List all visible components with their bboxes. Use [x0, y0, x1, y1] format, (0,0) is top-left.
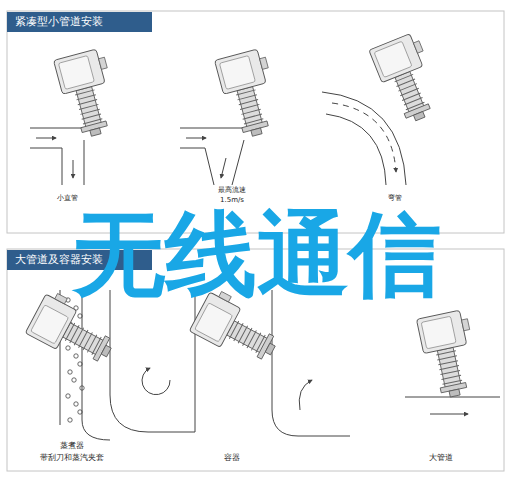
part-label: 最高流速	[218, 186, 246, 194]
coil-dot	[74, 354, 78, 358]
sensor-device	[416, 309, 482, 401]
coil-dot	[72, 378, 76, 382]
part-label: 小直管	[57, 194, 78, 202]
coil-dot	[68, 370, 72, 374]
part-label: 带刮刀和蒸汽夹套	[40, 454, 104, 463]
coil-dot	[78, 362, 82, 366]
coil-dot	[80, 386, 84, 390]
panel-frame	[7, 11, 504, 233]
part-label: 大管道	[429, 454, 453, 463]
watermark: 无线通信	[73, 202, 441, 308]
coil-dot	[66, 346, 70, 350]
sensor-device	[215, 48, 285, 141]
pipe-bend	[322, 92, 406, 185]
coil-dot	[66, 394, 70, 398]
coil-dot	[68, 418, 72, 422]
part-label: 容器	[224, 454, 240, 463]
coil-dot	[78, 314, 82, 318]
sensor-device	[369, 31, 446, 127]
pipe-angled	[180, 128, 252, 185]
part-label: 蒸煮器	[60, 442, 84, 451]
cooker-vessel	[60, 290, 195, 440]
header-text: 紧凑型小管道安装	[15, 15, 103, 29]
coil-dot	[74, 402, 78, 406]
container-wall	[272, 290, 350, 436]
part-label: 弯管	[388, 194, 402, 202]
pipe-tee	[30, 128, 92, 185]
section-header: 紧凑型小管道安装	[7, 12, 152, 32]
sensor-device	[54, 48, 124, 141]
coil-dot	[78, 410, 82, 414]
large-pipe	[405, 397, 500, 414]
